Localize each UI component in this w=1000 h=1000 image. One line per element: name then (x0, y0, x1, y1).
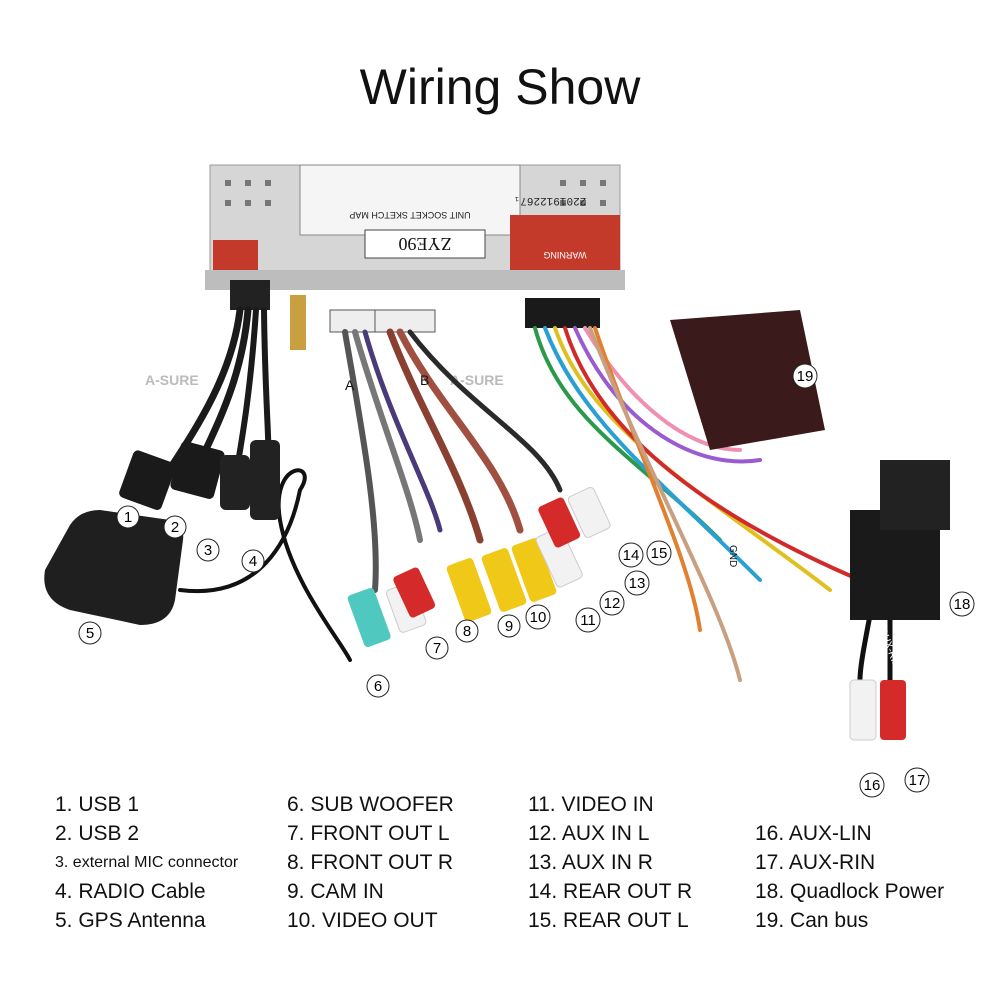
svg-text:13: 13 (629, 575, 646, 592)
legend-column-1: 1. USB 1 2. USB 2 3. external MIC connec… (55, 790, 238, 935)
sticker-title: UNIT SOCKET SKETCH MAP (349, 210, 470, 220)
canbus-box (670, 310, 825, 450)
usb-header-connector (230, 280, 270, 310)
svg-text:7: 7 (433, 640, 441, 657)
watermark: A-SURE (145, 372, 199, 388)
gps-antenna (44, 510, 184, 625)
svg-text:5: 5 (86, 625, 94, 642)
warning-label: WARNING (543, 250, 586, 260)
legend-item: 5. GPS Antenna (55, 909, 206, 932)
callout-13: 13 (624, 570, 650, 596)
svg-text:6: 6 (374, 678, 382, 695)
callout-19: 19 (792, 363, 818, 389)
rca-plugs (347, 486, 906, 741)
svg-text:3: 3 (204, 542, 212, 559)
legend-item: 3. external MIC connector (55, 854, 239, 871)
wiring-photo: UNIT SOCKET SKETCH MAP 2201912267₁ WARNI… (44, 164, 975, 798)
usb1-plug (119, 450, 176, 510)
callout-17: 17 (904, 767, 930, 793)
page-title: Wiring Show (359, 59, 641, 115)
legend-item: 17. AUX-RIN (755, 851, 876, 874)
svg-text:10: 10 (530, 609, 547, 626)
callout-5: 5 (78, 621, 102, 645)
callouts: 1 2 3 4 5 6 7 8 9 10 11 12 13 14 15 16 1… (78, 363, 975, 798)
gnd-label: GND (727, 545, 738, 567)
main-harness-plug (525, 298, 600, 328)
svg-text:8: 8 (463, 623, 471, 640)
svg-text:17: 17 (909, 772, 926, 789)
plug-b (374, 309, 436, 333)
callout-10: 10 (525, 604, 551, 630)
callout-18: 18 (949, 591, 975, 617)
svg-text:12: 12 (604, 595, 621, 612)
legend-item: 8. FRONT OUT R (287, 851, 454, 874)
legend-item: 16. AUX-LIN (755, 822, 872, 845)
legend-item: 18. Quadlock Power (755, 880, 945, 903)
aux-rin-label: AUX-RIN (877, 627, 901, 669)
legend-item: 15. REAR OUT L (528, 909, 689, 932)
legend-item: 6. SUB WOOFER (287, 793, 454, 816)
svg-text:1: 1 (124, 509, 132, 526)
serial-number: 2201912267₁ (514, 194, 587, 206)
legend-column-2: 6. SUB WOOFER 7. FRONT OUT L 8. FRONT OU… (287, 790, 454, 935)
callout-4: 4 (241, 549, 265, 573)
legend-item: 2. USB 2 (55, 822, 140, 845)
svg-text:2: 2 (171, 519, 179, 536)
callout-9: 9 (497, 614, 521, 638)
legend-item: 11. VIDEO IN (528, 793, 654, 816)
legend-item: 13. AUX IN R (528, 851, 653, 874)
callout-1: 1 (116, 505, 140, 529)
svg-text:14: 14 (623, 547, 640, 564)
legend-item: 12. AUX IN L (528, 822, 650, 845)
legend-item: 7. FRONT OUT L (287, 822, 450, 845)
legend-column-4: 16. AUX-LIN 17. AUX-RIN 18. Quadlock Pow… (755, 819, 944, 935)
svg-text:15: 15 (651, 545, 668, 562)
svg-text:19: 19 (797, 368, 814, 385)
svg-text:16: 16 (864, 777, 881, 794)
unit-model-label: ZYE90 (399, 234, 452, 254)
callout-6: 6 (366, 674, 390, 698)
legend-item: 19. Can bus (755, 909, 869, 932)
callout-11: 11 (575, 607, 601, 633)
callout-14: 14 (618, 542, 644, 568)
callout-12: 12 (599, 590, 625, 616)
plug-b-label: B (420, 372, 429, 388)
legend-column-3: 11. VIDEO IN 12. AUX IN L 13. AUX IN R 1… (528, 790, 692, 935)
legend-item: 4. RADIO Cable (55, 880, 206, 903)
legend-item: 14. REAR OUT R (528, 880, 693, 903)
callout-3: 3 (196, 538, 220, 562)
mic-connector (220, 455, 250, 510)
svg-text:4: 4 (249, 553, 257, 570)
legend-item: 10. VIDEO OUT (287, 909, 438, 932)
callout-8: 8 (455, 619, 479, 643)
radio-antenna-jack (290, 295, 306, 350)
svg-text:11: 11 (580, 612, 596, 629)
svg-text:18: 18 (954, 596, 971, 613)
callout-7: 7 (425, 636, 449, 660)
plug-a-label: A (345, 377, 355, 393)
usb2-plug (170, 441, 225, 499)
callout-16: 16 (859, 772, 885, 798)
radio-cable (250, 440, 280, 520)
callout-2: 2 (163, 515, 187, 539)
legend-item: 9. CAM IN (287, 880, 384, 903)
svg-text:9: 9 (505, 618, 513, 635)
callout-15: 15 (646, 540, 672, 566)
watermark: A-SURE (450, 372, 504, 388)
legend-item: 1. USB 1 (55, 793, 140, 816)
head-unit-chassis: UNIT SOCKET SKETCH MAP 2201912267₁ WARNI… (205, 164, 625, 290)
